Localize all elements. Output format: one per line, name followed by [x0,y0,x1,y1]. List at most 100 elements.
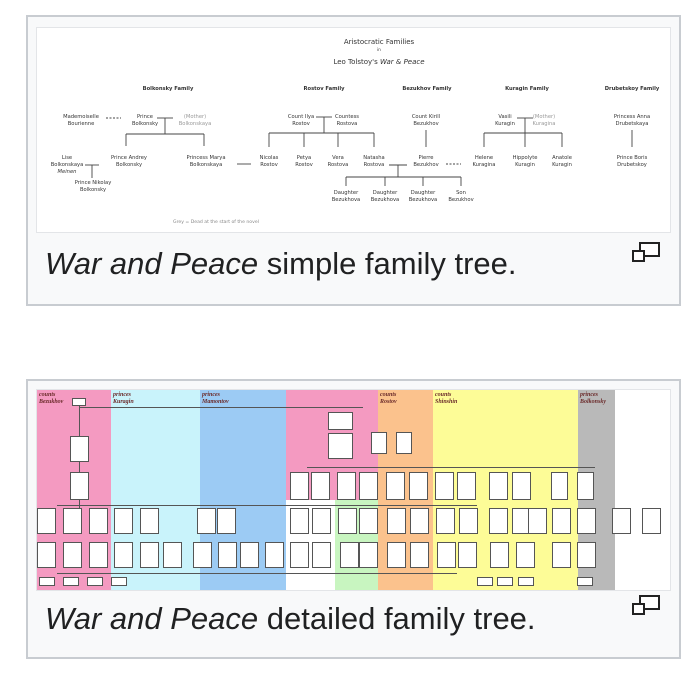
person-box [193,542,212,568]
heading-line: princes [580,392,598,398]
tree-title-in: in [377,47,381,52]
person-box [140,542,159,568]
heading-line: Mamontov [202,399,229,405]
person-box [290,472,309,500]
family-heading: Drubetskoy Family [605,86,660,92]
heading-line: Bolkonsky [580,399,607,405]
person-box [37,542,56,568]
person-box [63,508,82,534]
magnify-enlarge-icon[interactable] [632,242,660,262]
person-box [359,508,378,534]
family-heading: Bolkonsky Family [143,86,194,92]
person-box [396,432,412,454]
person-box [218,542,237,568]
person-box [435,472,454,500]
person-box [312,542,331,568]
person-box [458,542,477,568]
person-box [410,542,429,568]
person-box [70,436,89,462]
person-box [387,508,406,534]
person-box [489,508,508,534]
person-box [612,508,631,534]
person-box [359,472,378,500]
person-box [290,542,309,568]
caption: War and Peace detailed family tree. [45,601,536,637]
person-box [409,472,428,500]
tree-legend: Grey = Dead at the start of the novel [173,219,259,225]
connector-line [79,407,363,408]
family-heading: Kuragin Family [505,86,549,92]
person-box [512,472,531,500]
person-box [410,508,429,534]
person-box [140,508,159,534]
magnify-enlarge-icon[interactable] [632,595,660,615]
person-box [337,472,356,500]
person-box [340,542,359,568]
person-box [312,508,331,534]
caption-title[interactable]: War and Peace [45,601,259,636]
caption-title[interactable]: War and Peace [45,246,259,281]
person-box [311,472,330,500]
heading-line: counts [39,392,56,398]
person-box [551,472,568,500]
person-box [477,577,493,586]
person-box [436,508,455,534]
person-box [111,577,127,586]
tree-title: Aristocratic Families [344,38,415,46]
person-box [437,542,456,568]
person-box [240,542,259,568]
person-box [89,508,108,534]
person-box [39,577,55,586]
connector-line [57,573,457,574]
person-box [577,577,593,586]
caption-text: simple family tree. [258,246,517,281]
person-box [490,542,509,568]
connector-line [307,467,595,468]
person-box [163,542,182,568]
person-box [359,542,378,568]
person-box [459,508,478,534]
heading-line: Kuragin [113,399,134,405]
caption-text: detailed family tree. [258,601,536,636]
heading-line: Rostov [380,399,397,405]
family-heading: Bezukhov Family [402,86,452,92]
person-box [577,508,596,534]
person-box [642,508,661,534]
person-box [197,508,216,534]
person-box [386,472,405,500]
person-box [457,472,476,500]
person-box [63,577,79,586]
person-box [328,412,353,430]
heading-line: princes [202,392,220,398]
heading-line: counts [435,392,452,398]
person-box [70,472,89,500]
person-box [114,542,133,568]
person-box [87,577,103,586]
